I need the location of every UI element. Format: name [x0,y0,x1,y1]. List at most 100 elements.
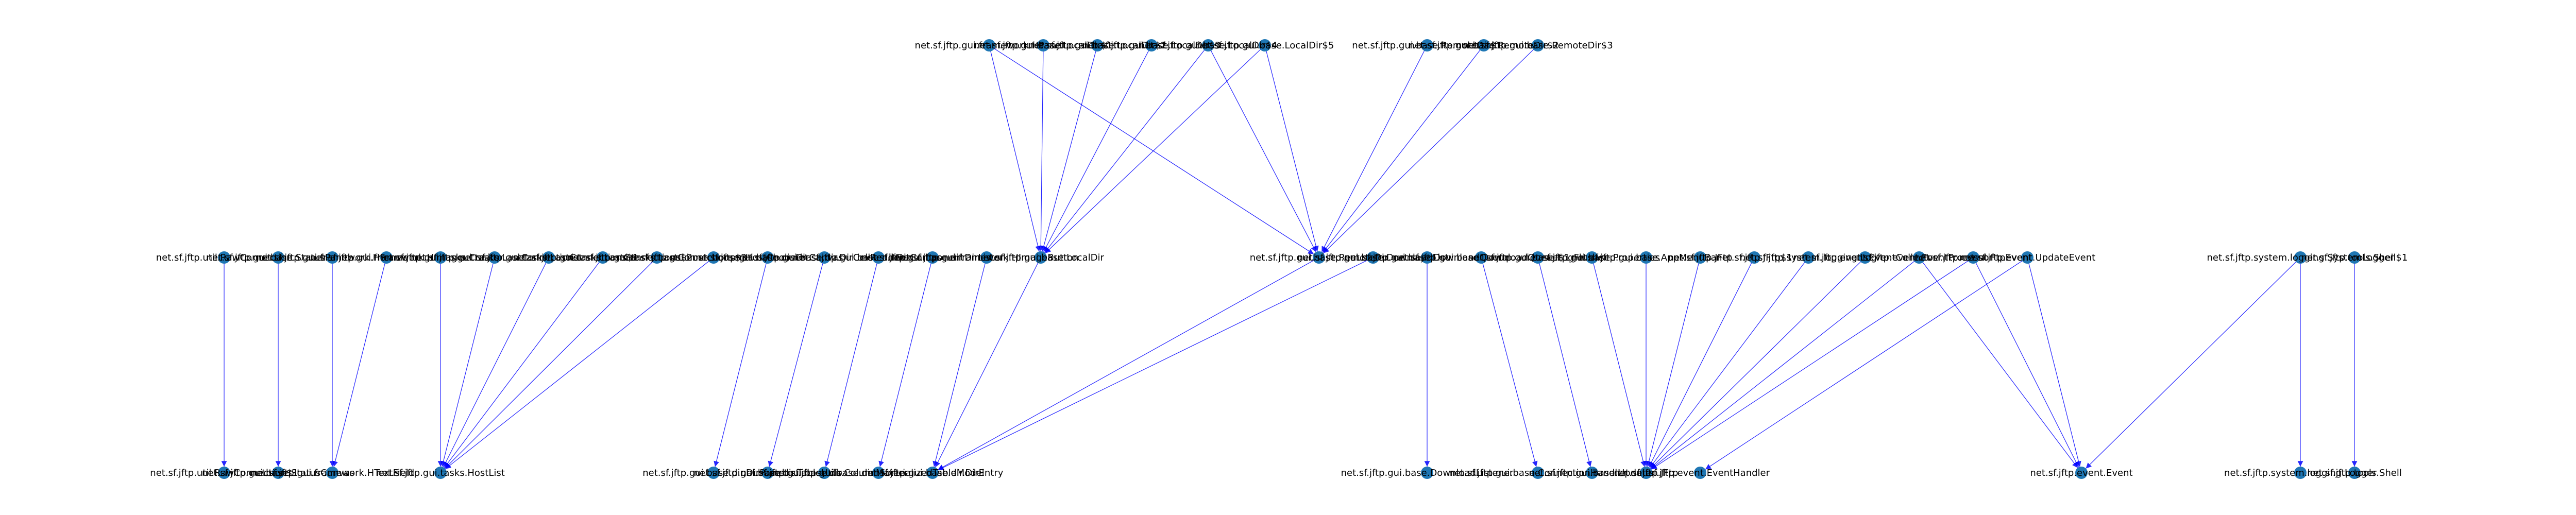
node-b13[interactable] [1694,467,1706,479]
node-m29[interactable] [2021,251,2033,264]
edge-m7-b3 [444,257,603,468]
node-m12[interactable] [872,251,885,264]
node-m5[interactable] [488,251,501,264]
node-m19[interactable] [1475,251,1487,264]
node-label-b3: net.sf.jftp.gui.tasks.HostList [376,468,505,478]
node-m24[interactable] [1748,251,1760,264]
node-lg3[interactable] [1145,39,1158,52]
node-b1[interactable] [272,467,284,479]
node-label-b2: net.sf.jftp.gui.framework.HTextField [250,468,414,478]
edge-m10-b4 [714,257,768,467]
node-lg2[interactable] [1091,39,1104,52]
node-m22[interactable] [1640,251,1652,264]
node-b5[interactable] [761,467,774,479]
node-m25[interactable] [1802,251,1815,264]
node-label-m25: net.sf.jftp.system.logging.Log [1740,252,1877,263]
edge-m27-b12 [1651,257,1920,470]
node-m18[interactable] [1421,251,1433,264]
node-b3[interactable] [434,467,447,479]
node-m9[interactable] [707,251,720,264]
edge-lg1-m15 [1038,45,1044,252]
node-b10[interactable] [1532,467,1544,479]
node-m27[interactable] [1913,251,1925,264]
node-m21[interactable] [1586,251,1598,264]
node-m0[interactable] [218,251,230,264]
node-label-b11: net.sf.jftp.gui.base.Updater [1529,468,1655,478]
node-m10[interactable] [761,251,774,264]
edge-m24-b12 [1648,257,1755,468]
label-layer: net.sf.jftp.gui.framework.HPanelnet.sf.j… [150,40,2408,478]
node-b14[interactable] [2075,467,2088,479]
node-label-b13: net.sf.jftp.event.EventHandler [1631,468,1770,478]
node-label-b7: net.sf.jftp.gui.base.dir.MaterializedTab… [772,468,984,478]
edge-m3-b2 [332,257,387,467]
node-label-b5: net.sf.jftp.gui.base.dir.TableUtils [694,468,842,478]
node-m28[interactable] [1967,251,1979,264]
node-m15[interactable] [1035,251,1047,264]
node-m16[interactable] [1313,251,1325,264]
node-m8[interactable] [651,251,663,264]
node-lg0[interactable] [983,39,995,52]
edge-m26-b12 [1650,257,1866,469]
node-rg1[interactable] [1421,39,1433,52]
edge-lg0-m16 [989,45,1314,255]
node-m14[interactable] [980,251,993,264]
node-b9[interactable] [1421,467,1433,479]
node-b7[interactable] [872,467,885,479]
node-m11[interactable] [818,251,831,264]
node-m31[interactable] [2348,251,2361,264]
node-m2[interactable] [326,251,338,264]
edge-m20-b11 [1537,257,1592,467]
node-m20[interactable] [1532,251,1544,264]
node-label-b14: net.sf.jftp.event.Event [2030,468,2132,478]
edge-m8-b3 [445,257,657,469]
node-label-b15: net.sf.jftp.system.logging.Logger [2224,468,2377,478]
node-m6[interactable] [543,251,555,264]
node-label-m27: net.sf.jftp.event.EventProcessor [1845,252,1993,263]
node-label-b8: net.sf.jftp.gui.base.dir.DirEntry [862,468,1004,478]
node-label-lg0: net.sf.jftp.gui.framework.HPanel [915,40,1064,51]
node-lg5[interactable] [1259,39,1271,52]
node-m1[interactable] [272,251,284,264]
node-label-b1: net.sf.jftp.gui.base.StatusCanvas [202,468,354,478]
node-label-b16: net.sf.jftp.tools.Shell [2307,468,2402,478]
node-label-m22: net.sf.jftp.gui.base.AppMenuBar [1572,252,1721,263]
node-b0[interactable] [218,467,230,479]
node-rg2[interactable] [1478,39,1490,52]
node-label-m15: net.sf.jftp.gui.base.LocalDir [977,252,1104,263]
node-label-m18: net.sf.jftp.gui.base.DownloadQueue [1344,252,1510,263]
node-m4[interactable] [434,251,447,264]
node-label-m13: net.sf.jftp.gui.base.dir.DirLister [861,252,1004,263]
node-label-m17: net.sf.jftp.gui.base.DownloadList [1297,252,1449,263]
node-rg3[interactable] [1532,39,1544,52]
node-label-m23: net.sf.jftp.JFtp [1668,252,1733,263]
node-label-m6: net.sf.jftp.gui.tasks.LastConnections$1 [459,252,639,263]
node-m17[interactable] [1367,251,1379,264]
node-lg1[interactable] [1037,39,1049,52]
node-m23[interactable] [1694,251,1706,264]
edge-m19-b10 [1481,257,1538,467]
node-m3[interactable] [380,251,393,264]
node-label-rg3: net.sf.jftp.gui.base.RemoteDir$3 [1463,40,1613,51]
node-b11[interactable] [1586,467,1598,479]
node-label-m24: net.sf.jftp.JFtp$1 [1716,252,1792,263]
node-label-lg2: net.sf.jftp.gui.base.LocalDir$2 [1028,40,1167,51]
node-lg4[interactable] [1202,39,1214,52]
node-label-b10: net.sf.jftp.gui.base.ConnectionHandler [1449,468,1627,478]
node-b2[interactable] [326,467,338,479]
node-m26[interactable] [1859,251,1871,264]
node-m7[interactable] [597,251,609,264]
node-label-m16: net.sf.jftp.gui.base.RemoteDir [1250,252,1388,263]
node-m13[interactable] [926,251,939,264]
node-b16[interactable] [2348,467,2361,479]
node-m30[interactable] [2294,251,2307,264]
node-b15[interactable] [2294,467,2307,479]
node-b12[interactable] [1640,467,1652,479]
node-b4[interactable] [707,467,720,479]
node-b6[interactable] [818,467,831,479]
node-b8[interactable] [926,467,939,479]
node-layer [218,39,2361,479]
node-label-m29: net.sf.jftp.event.UpdateEvent [1959,252,2095,263]
node-label-m2: net.sf.jftp.gui.framework.HFrame [256,252,409,263]
